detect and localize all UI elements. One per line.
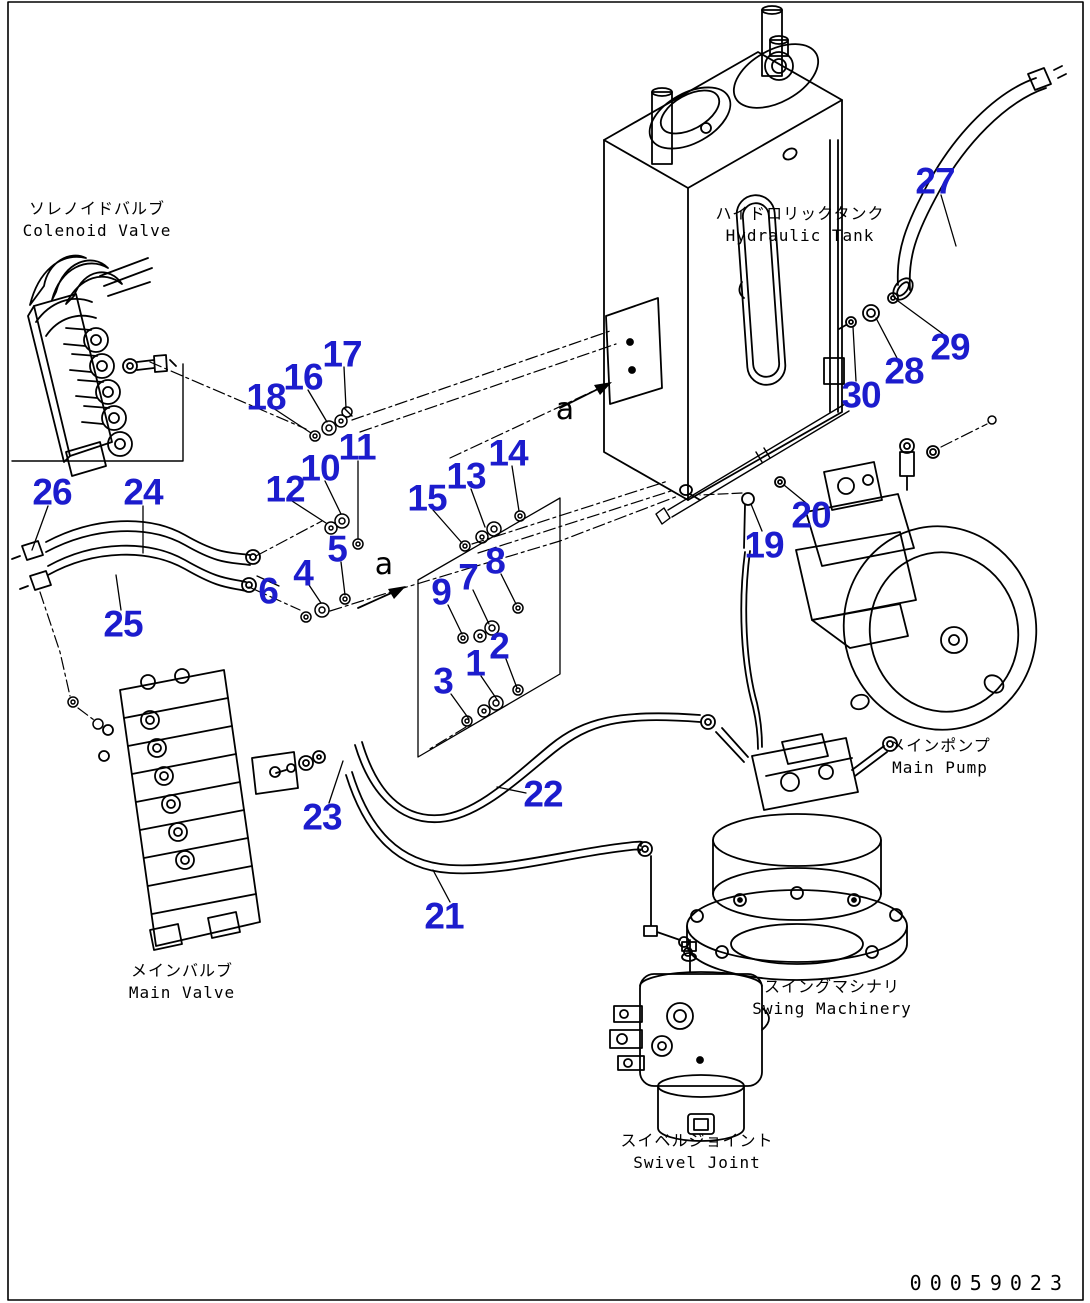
label-main-pump-en: Main Pump (892, 758, 988, 778)
hose-21-22-23-drawing (275, 712, 716, 957)
callout-24: 24 (123, 471, 163, 513)
callout-19: 19 (744, 524, 784, 566)
label-hydraulic-tank-jp: ハイドロリックタンク (715, 204, 885, 223)
callout-5: 5 (327, 528, 348, 570)
leader-line-19 (750, 503, 763, 532)
leader-line-20 (783, 484, 807, 504)
leader-line-15 (432, 509, 463, 544)
label-main-valve: メインバルブ Main Valve (129, 960, 235, 1005)
callout-11: 11 (338, 426, 376, 468)
label-main-valve-jp: メインバルブ (130, 961, 234, 980)
leader-line-6 (256, 575, 280, 587)
label-solenoid-valve-jp: ソレノイドバルブ (28, 199, 166, 218)
leader-line-17 (343, 366, 347, 409)
leader-lines (31, 194, 957, 903)
leader-line-16 (307, 389, 328, 423)
callout-4: 4 (293, 552, 314, 594)
view-label-a-1: a (374, 547, 394, 582)
leader-line-21 (432, 869, 451, 903)
callout-7: 7 (458, 556, 479, 598)
leader-line-13 (470, 488, 486, 528)
hose-24-25-drawing (11, 520, 261, 593)
callout-16: 16 (283, 356, 323, 398)
leader-line-25 (115, 574, 122, 611)
leader-line-26 (31, 505, 49, 551)
section-arrow-a2 (559, 382, 612, 409)
callout-8: 8 (485, 540, 506, 582)
section-arrow-a1 (357, 586, 406, 609)
leader-line-10 (324, 480, 342, 515)
callout-23: 23 (302, 796, 342, 838)
leader-line-9 (447, 604, 463, 635)
callout-29: 29 (930, 326, 970, 368)
label-main-valve-en: Main Valve (128, 983, 236, 1003)
callout-15: 15 (407, 477, 447, 519)
callout-20: 20 (791, 494, 831, 536)
label-swing-machinery-jp: スイングマシナリ (763, 977, 900, 996)
callout-2: 2 (489, 625, 510, 667)
label-swivel-joint: スイベルジョイント Swivel Joint (620, 1130, 773, 1175)
callout-30: 30 (841, 374, 881, 416)
leader-line-28 (875, 317, 898, 359)
leader-line-2 (505, 658, 518, 689)
leader-line-1 (480, 675, 499, 702)
detail-frame-line (11, 363, 184, 462)
label-swing-machinery: スイングマシナリ Swing Machinery (752, 976, 912, 1021)
callout-21: 21 (424, 895, 464, 937)
solenoid-fitting-drawing (122, 354, 177, 374)
label-hydraulic-tank-en: Hydraulic Tank (725, 226, 875, 246)
page-border (7, 1, 1084, 1301)
leader-line-4 (308, 584, 322, 604)
callout-3: 3 (433, 660, 454, 702)
leader-line-8 (500, 573, 517, 605)
main-pump-drawing (655, 403, 1038, 731)
label-swing-machinery-en: Swing Machinery (752, 999, 912, 1019)
hydraulic-tank-drawing (603, 5, 845, 501)
callout-9: 9 (431, 571, 452, 613)
callout-25: 25 (103, 603, 143, 645)
leader-line-23 (328, 760, 344, 804)
callout-28: 28 (884, 350, 924, 392)
leader-line-14 (511, 465, 520, 512)
construction-lines (39, 330, 988, 751)
label-solenoid-valve: ソレノイドバルブ Colenoid Valve (23, 198, 172, 243)
view-label-a-2: a (555, 392, 575, 427)
callout-10: 10 (300, 447, 340, 489)
callout-18: 18 (246, 376, 286, 418)
label-hydraulic-tank: ハイドロリックタンク Hydraulic Tank (715, 203, 884, 248)
callout-12: 12 (265, 468, 305, 510)
callout-27: 27 (915, 160, 955, 202)
label-swivel-joint-en: Swivel Joint (633, 1153, 761, 1173)
leader-line-12 (291, 500, 327, 524)
label-solenoid-valve-en: Colenoid Valve (22, 221, 172, 241)
solenoid-valve-drawing (27, 254, 153, 477)
callout-13: 13 (446, 455, 486, 497)
leader-line-30 (852, 326, 857, 382)
mounting-plate-outline (417, 497, 561, 758)
label-main-pump-jp: メインポンプ (889, 736, 991, 755)
leader-line-7 (472, 589, 490, 625)
leader-line-18 (272, 407, 312, 434)
drawing-number: 00059023 (909, 1271, 1070, 1295)
leader-line-3 (450, 693, 470, 720)
callout-17: 17 (322, 333, 362, 375)
callout-1: 1 (465, 642, 486, 684)
hose-19-drawing (699, 476, 786, 750)
main-valve-drawing (98, 668, 299, 951)
label-main-pump: メインポンプ Main Pump (889, 735, 991, 780)
hose-27-drawing (838, 65, 1067, 330)
swivel-joint-drawing (609, 939, 770, 1142)
callout-26: 26 (32, 471, 72, 513)
swing-machinery-drawing (686, 727, 908, 981)
leader-line-29 (897, 300, 944, 335)
callout-6: 6 (258, 570, 279, 612)
callout-14: 14 (488, 432, 528, 474)
label-swivel-joint-jp: スイベルジョイント (620, 1131, 774, 1150)
leader-line-5 (340, 561, 346, 596)
leader-line-27 (940, 194, 957, 247)
construction-fittings (67, 415, 997, 730)
callout-22: 22 (523, 773, 563, 815)
leader-line-22 (496, 786, 527, 794)
